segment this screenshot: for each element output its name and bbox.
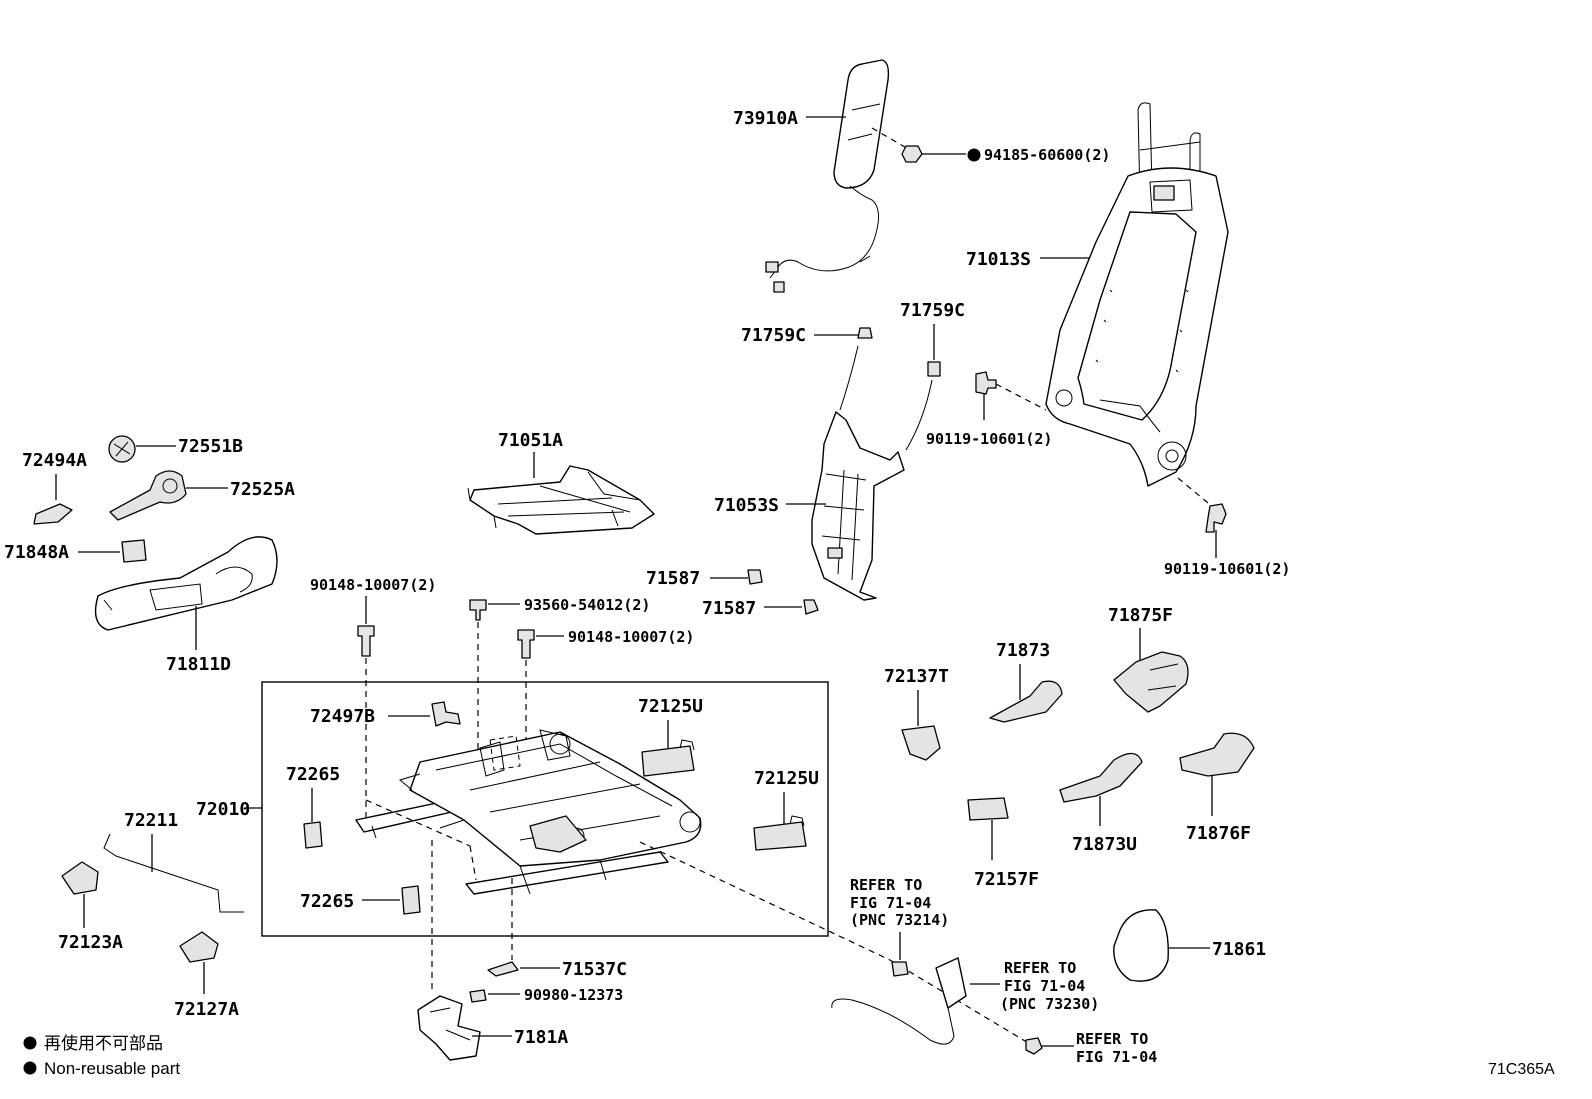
seat-adjuster-assembly-box bbox=[261, 681, 829, 937]
callout-90119-10601-b: 90119-10601(2) bbox=[1164, 560, 1290, 578]
callout-72127A: 72127A bbox=[174, 999, 239, 1020]
legend-dot-jp bbox=[23, 1036, 37, 1050]
side-airbag-part bbox=[765, 59, 890, 293]
cover-part bbox=[753, 821, 807, 851]
callout-71587-a: 71587 bbox=[646, 568, 700, 589]
clip-part bbox=[927, 361, 941, 377]
clip-part bbox=[487, 961, 519, 977]
cover-part bbox=[1113, 909, 1169, 982]
svg-text:(PNC 73214): (PNC 73214) bbox=[850, 911, 949, 929]
callout-7181A: 7181A bbox=[514, 1027, 568, 1048]
callout-71587-b: 71587 bbox=[702, 598, 756, 619]
callout-72494A: 72494A bbox=[22, 450, 87, 471]
lever-part bbox=[109, 470, 187, 521]
callout-90148-10007-a: 90148-10007(2) bbox=[310, 576, 436, 594]
callout-72265-b: 72265 bbox=[300, 891, 354, 912]
legend-dot-en bbox=[23, 1061, 37, 1075]
cover-part bbox=[901, 725, 941, 761]
clip-part bbox=[803, 599, 819, 615]
clip-part bbox=[179, 931, 219, 963]
figure-code: 71C365A bbox=[1488, 1061, 1555, 1078]
wire-part bbox=[103, 833, 244, 913]
callout-71053S: 71053S bbox=[714, 495, 779, 516]
seat-side-shield-part bbox=[94, 536, 278, 631]
legend-en: Non-reusable part bbox=[44, 1059, 180, 1078]
callout-71013S: 71013S bbox=[966, 249, 1031, 270]
callout-72125U-a: 72125U bbox=[638, 696, 703, 717]
callout-71759C-b: 71759C bbox=[900, 300, 965, 321]
svg-text:REFER TO: REFER TO bbox=[1076, 1030, 1148, 1048]
cover-part bbox=[1059, 752, 1143, 803]
clip-part bbox=[61, 861, 99, 895]
seat-adjuster-frame-part bbox=[355, 729, 702, 895]
handle-cover-part bbox=[33, 503, 73, 525]
clip-part bbox=[747, 569, 763, 585]
callout-71876F: 71876F bbox=[1186, 823, 1251, 844]
bracket-part bbox=[401, 885, 421, 915]
bolt-part bbox=[469, 599, 487, 621]
callout-71811D: 71811D bbox=[166, 654, 231, 675]
cover-part bbox=[989, 680, 1063, 723]
legend-jp: 再使用不可部品 bbox=[44, 1033, 163, 1053]
cushion-pan-part bbox=[467, 465, 655, 535]
callout-72157F: 72157F bbox=[974, 869, 1039, 890]
callout-90980-12373: 90980-12373 bbox=[524, 986, 623, 1004]
bracket-part bbox=[303, 821, 323, 849]
callout-72525A: 72525A bbox=[230, 479, 295, 500]
clip-part bbox=[857, 327, 873, 339]
svg-text:FIG 71-04: FIG 71-04 bbox=[1076, 1048, 1157, 1066]
clip-part bbox=[469, 989, 487, 1003]
cover-part bbox=[641, 745, 695, 777]
cover-part bbox=[1113, 651, 1189, 713]
svg-text:FIG 71-04: FIG 71-04 bbox=[1004, 977, 1085, 995]
callout-90148-10007-b: 90148-10007(2) bbox=[568, 628, 694, 646]
lumbar-support-part bbox=[811, 345, 933, 601]
callout-93560-54012: 93560-54012(2) bbox=[524, 596, 650, 614]
reference-fig-71-04-pnc-73230: REFER TO FIG 71-04 (PNC 73230) bbox=[1000, 959, 1099, 1013]
callout-72211: 72211 bbox=[124, 810, 178, 831]
callout-90119-10601-a: 90119-10601(2) bbox=[926, 430, 1052, 448]
bolt-part bbox=[1205, 503, 1227, 533]
callout-71848A: 71848A bbox=[4, 542, 69, 563]
callout-71759C-a: 71759C bbox=[741, 325, 806, 346]
callout-72265-a: 72265 bbox=[286, 764, 340, 785]
clip-part bbox=[121, 539, 147, 563]
callout-72137T: 72137T bbox=[884, 666, 949, 687]
callout-71875F: 71875F bbox=[1108, 605, 1173, 626]
bolt-part bbox=[357, 625, 375, 657]
bolt-part bbox=[517, 629, 535, 659]
callout-71537C: 71537C bbox=[562, 959, 627, 980]
callout-94185-60600: 94185-60600(2) bbox=[984, 146, 1110, 164]
bolt-part bbox=[975, 371, 997, 395]
seat-belt-buckle-part bbox=[831, 957, 967, 1045]
seatback-frame-part bbox=[1045, 102, 1229, 487]
callout-71861: 71861 bbox=[1212, 939, 1266, 960]
callout-72551B: 72551B bbox=[178, 436, 243, 457]
cover-part bbox=[1179, 732, 1255, 777]
seat-belt-anchor-bracket-part bbox=[417, 995, 481, 1061]
callout-73910A: 73910A bbox=[733, 108, 798, 129]
callout-71051A: 71051A bbox=[498, 430, 563, 451]
callout-72125U-b: 72125U bbox=[754, 768, 819, 789]
nut-part bbox=[891, 961, 909, 977]
nut-part bbox=[1025, 1037, 1043, 1055]
svg-text:REFER TO: REFER TO bbox=[1004, 959, 1076, 977]
svg-text:(PNC 73230): (PNC 73230) bbox=[1000, 995, 1099, 1013]
callout-71873U: 71873U bbox=[1072, 834, 1137, 855]
reference-fig-71-04: REFER TO FIG 71-04 bbox=[1076, 1030, 1157, 1066]
stopper-part bbox=[431, 701, 461, 727]
non-reusable-dot bbox=[967, 148, 981, 162]
nut-part bbox=[901, 145, 923, 163]
callout-71873: 71873 bbox=[996, 640, 1050, 661]
callout-72497B: 72497B bbox=[310, 706, 375, 727]
callout-72123A: 72123A bbox=[58, 932, 123, 953]
svg-text:FIG 71-04: FIG 71-04 bbox=[850, 894, 931, 912]
callout-72010: 72010 bbox=[196, 799, 250, 820]
cover-part bbox=[967, 797, 1009, 821]
svg-text:REFER TO: REFER TO bbox=[850, 876, 922, 894]
reference-fig-71-04-pnc-73214: REFER TO FIG 71-04 (PNC 73214) bbox=[850, 876, 949, 929]
